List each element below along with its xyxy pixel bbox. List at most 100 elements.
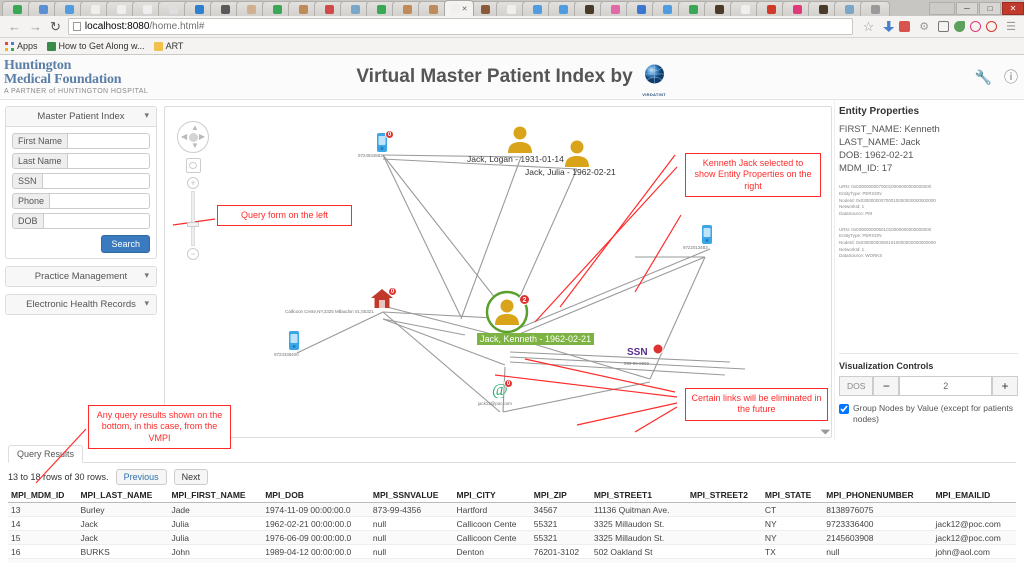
table-column-header[interactable]: MPI_EMAILID [932, 488, 1016, 503]
tab-query-results[interactable]: Query Results [8, 445, 84, 463]
zoom-out-icon[interactable]: − [187, 248, 199, 260]
entity-source-block-works: URN: 0x030000000501010000000000000000 En… [839, 227, 1018, 260]
panel-header-mpi[interactable]: Master Patient Index ▾ [6, 107, 156, 127]
info-icon[interactable]: ⓘ [1004, 69, 1018, 85]
panel-header-ehr[interactable]: Electronic Health Records ▾ [6, 295, 156, 314]
new-tab-button[interactable] [929, 1, 955, 15]
entity-dob: DOB: 1962-02-21 [839, 150, 914, 162]
table-cell: 55321 [530, 530, 591, 545]
close-window-button[interactable]: ✕ [1002, 1, 1024, 15]
gear-icon[interactable]: ⚙ [919, 21, 930, 33]
table-column-header[interactable]: MPI_DOB [262, 488, 370, 503]
browser-tab[interactable] [860, 1, 890, 16]
last-name-input[interactable] [66, 153, 150, 169]
table-column-header[interactable]: MPI_MDM_ID [8, 488, 78, 503]
pinterest-icon[interactable] [986, 21, 998, 32]
browser-tab[interactable]: ✕ [444, 0, 474, 16]
graph-nav-controls[interactable]: ▲ ▼ ◀ ▶ + [177, 121, 209, 260]
table-column-header[interactable]: MPI_FIRST_NAME [168, 488, 263, 503]
table-column-header[interactable]: MPI_STATE [761, 488, 824, 503]
resize-handle-icon[interactable]: ◢ [819, 423, 832, 436]
dob-input[interactable] [42, 213, 150, 229]
back-icon[interactable]: ← [8, 19, 21, 34]
dos-value[interactable]: 2 [899, 376, 992, 396]
huntington-logo: Huntington Medical Foundation A PARTNER … [0, 58, 148, 96]
download-icon[interactable] [883, 21, 895, 32]
table-column-header[interactable]: MPI_LAST_NAME [77, 488, 169, 503]
node-badge: 2 [519, 294, 530, 305]
wrench-icon[interactable]: 🔧 [974, 68, 992, 85]
tab-favicon [532, 4, 542, 14]
field-first-name: First Name [12, 133, 150, 149]
bookmark-item-how-to-get-along[interactable]: How to Get Along w... [46, 41, 145, 51]
table-column-header[interactable]: MPI_ZIP [530, 488, 591, 503]
table-column-header[interactable]: MPI_STREET1 [590, 488, 687, 503]
zoom-track[interactable] [187, 191, 199, 246]
tab-favicon [688, 4, 698, 14]
next-page-button[interactable]: Next [173, 469, 209, 485]
group-nodes-checkbox[interactable] [839, 404, 849, 414]
zoom-slider[interactable]: + − [177, 177, 209, 260]
table-cell: NY [761, 516, 824, 531]
first-name-input[interactable] [67, 133, 150, 149]
tab-favicon [272, 4, 282, 14]
table-cell: 3325 Millaudon St. [590, 530, 687, 545]
panel-divider [839, 353, 1018, 354]
bookmark-star-icon[interactable]: ☆ [862, 18, 875, 34]
pan-left-icon[interactable]: ◀ [181, 132, 188, 141]
panel-title: Master Patient Index [37, 111, 125, 122]
minimize-button[interactable]: ─ [956, 1, 978, 15]
graph-canvas[interactable]: ▲ ▼ ◀ ▶ + [164, 106, 832, 438]
reset-view-button[interactable] [185, 158, 201, 173]
field-dob: DOB [12, 213, 150, 229]
pan-down-icon[interactable]: ▼ [191, 141, 199, 150]
screen-icon[interactable] [938, 21, 950, 32]
tab-favicon [376, 4, 386, 14]
phone-input[interactable] [49, 193, 150, 209]
group-nodes-checkbox-row[interactable]: Group Nodes by Value (except for patient… [839, 403, 1018, 425]
pan-right-icon[interactable]: ▶ [198, 132, 205, 141]
tab-favicon [194, 4, 204, 14]
pan-control[interactable]: ▲ ▼ ◀ ▶ [177, 121, 209, 153]
bookmark-item-apps[interactable]: Apps [5, 41, 38, 51]
chrome-menu-icon[interactable]: ☰ [1006, 21, 1016, 33]
address-bar[interactable]: localhost:8080/home.html# [67, 18, 853, 35]
pan-up-icon[interactable]: ▲ [191, 123, 199, 132]
table-column-header[interactable]: MPI_CITY [453, 488, 531, 503]
dos-decrement-button[interactable]: − [873, 376, 900, 396]
bookmark-item-art[interactable]: ART [153, 41, 183, 51]
table-column-header[interactable]: MPI_SSNVALUE [369, 488, 454, 503]
adblock-icon[interactable] [899, 21, 911, 32]
field-label: Last Name [12, 153, 67, 169]
tab-favicon [714, 4, 724, 14]
panel-header-practice-management[interactable]: Practice Management ▾ [6, 267, 156, 286]
table-cell: Jack [77, 530, 169, 545]
results-row-info: 13 to 18 rows of 30 rows. [8, 472, 109, 482]
reload-icon[interactable]: ↻ [50, 18, 61, 34]
tab-favicon [116, 4, 126, 14]
table-column-header[interactable]: MPI_PHONENUMBER [823, 488, 933, 503]
ssn-input[interactable] [41, 173, 150, 189]
zoom-thumb[interactable] [187, 222, 199, 227]
tab-close-icon[interactable]: ✕ [461, 5, 468, 13]
evernote-icon[interactable] [954, 21, 966, 32]
table-cell: 3325 Millaudon St. [590, 516, 687, 531]
search-button[interactable]: Search [101, 235, 150, 253]
clock-icon[interactable] [970, 21, 982, 32]
tab-favicon [844, 4, 854, 14]
forward-icon[interactable]: → [29, 19, 42, 34]
previous-page-button[interactable]: Previous [115, 469, 167, 485]
zoom-in-icon[interactable]: + [187, 177, 199, 189]
table-column-header[interactable]: MPI_STREET2 [686, 488, 762, 503]
table-row[interactable]: 17JackKenneth1962-02-21 00:00:00.0999-99… [8, 558, 1016, 563]
maximize-button[interactable]: □ [979, 1, 1001, 15]
node-label-person-kenneth: Jack, Kenneth - 1962-02-21 [477, 333, 595, 345]
tab-favicon [636, 4, 646, 14]
dos-increment-button[interactable]: + [992, 376, 1018, 396]
data-source-line: DataSource: PM [839, 211, 873, 217]
